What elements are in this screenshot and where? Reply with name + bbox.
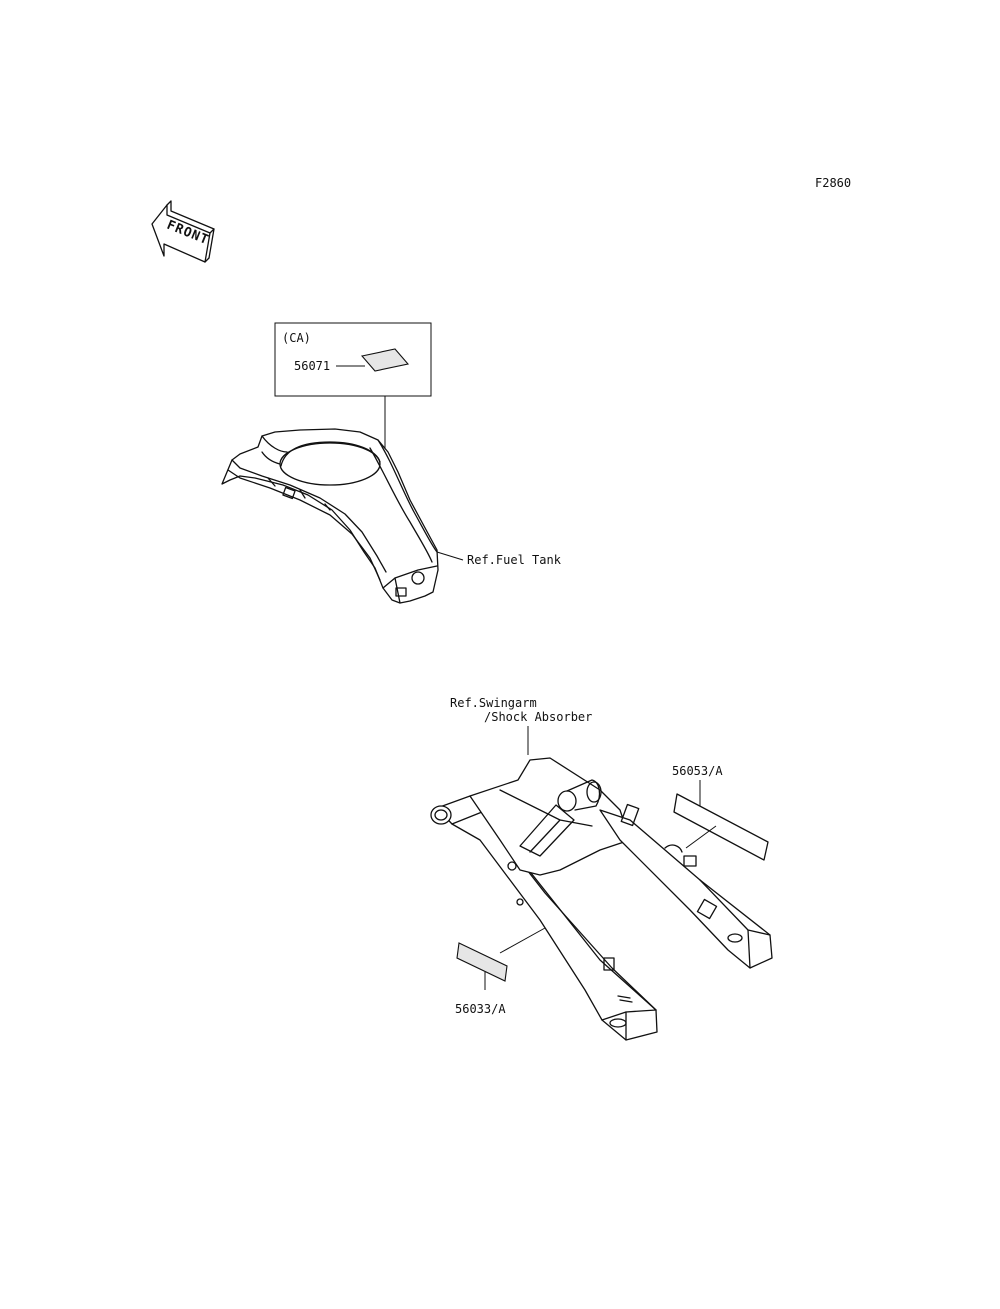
left-axle-slot (609, 1018, 627, 1028)
front-arrow-icon: FRONT (151, 200, 215, 263)
ref-swingarm-label-1: Ref.Swingarm (450, 696, 537, 710)
pivot-tube-left (430, 805, 452, 825)
right-axle-slot (727, 933, 743, 943)
decal-56053 (673, 793, 769, 861)
bracket (620, 803, 640, 827)
ref-swingarm-label-2: /Shock Absorber (484, 710, 592, 724)
fuel-tank-cover: (CA) 56071 (221, 322, 439, 604)
ca-label: (CA) (282, 331, 311, 345)
part-56053-label: 56053/A (672, 764, 723, 778)
decal-56033 (456, 942, 508, 982)
shock-tube (557, 790, 577, 812)
ref-fuel-tank-label: Ref.Fuel Tank (467, 553, 562, 567)
fuel-tank-leader (436, 551, 464, 561)
figure-code: F2860 (815, 176, 851, 190)
chain-guide-mount (683, 855, 697, 867)
part-56033-label: 56033/A (455, 1002, 506, 1016)
ca-box (274, 322, 432, 397)
part-56071-label: 56071 (294, 359, 330, 373)
decal-56071 (360, 348, 410, 372)
mount-hole (411, 571, 425, 585)
part-56053-leader (685, 825, 717, 849)
swingarm (430, 757, 773, 1041)
part-56033-leader (499, 927, 546, 954)
